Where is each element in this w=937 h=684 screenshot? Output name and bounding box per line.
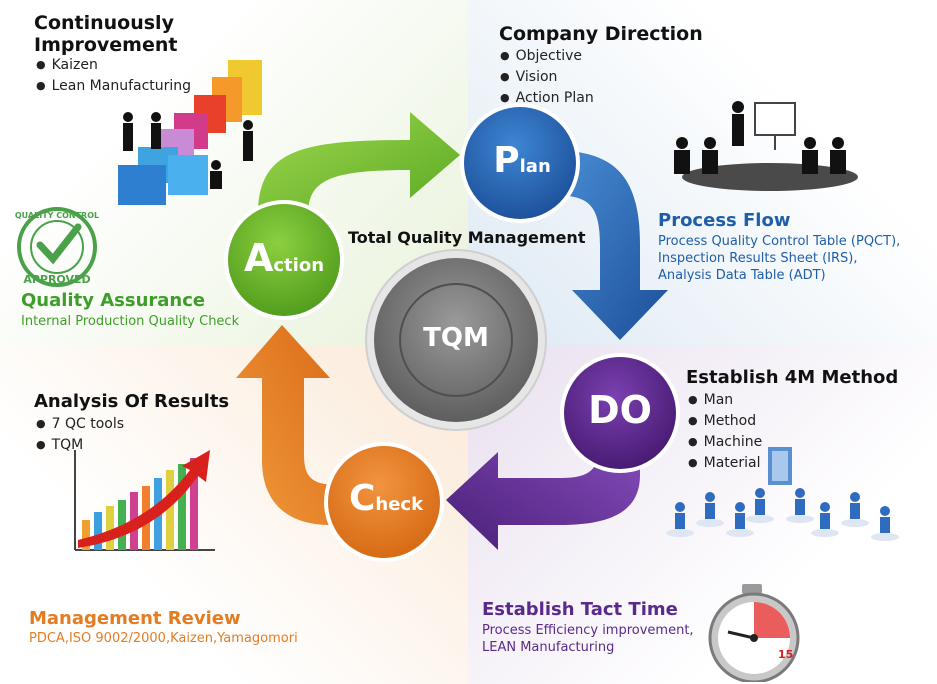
list-item: Objective <box>500 46 594 67</box>
arrow-check-to-action <box>236 325 340 525</box>
people-network-icon <box>666 447 899 541</box>
establish-4m-list: Man Method Machine Material <box>688 390 763 474</box>
establish-4m-heading: Establish 4M Method <box>686 367 899 388</box>
management-review-heading: Management Review <box>29 608 241 629</box>
list-item: TQM <box>36 435 124 456</box>
list-item: Kaizen <box>36 55 191 76</box>
stamp-top-text: QUALITY CONTROL <box>15 211 99 220</box>
stage-plan-label: Plan <box>493 140 551 181</box>
list-item: Lean Manufacturing <box>36 76 191 97</box>
list-item: Machine <box>688 432 763 453</box>
company-direction-list: Objective Vision Action Plan <box>500 46 594 109</box>
arrow-do-to-check <box>446 420 640 550</box>
arrow-plan-to-do <box>548 150 668 340</box>
approved-stamp-icon: QUALITY CONTROL APPROVED <box>15 207 99 287</box>
continuous-improvement-heading: Continuously Improvement <box>34 12 178 56</box>
tact-time-heading: Establish Tact Time <box>482 599 678 620</box>
meeting-room-icon <box>674 101 858 191</box>
list-item: Material <box>688 453 762 474</box>
process-flow-heading: Process Flow <box>658 210 791 231</box>
diagram-title: Total Quality Management <box>348 228 586 247</box>
list-item: Method <box>688 411 762 432</box>
list-item: Man <box>688 390 762 411</box>
stage-do-label: DO <box>588 388 652 432</box>
company-direction-heading: Company Direction <box>499 23 703 45</box>
process-flow-text: Process Quality Control Table (PQCT), In… <box>658 234 901 283</box>
analysis-results-list: 7 QC tools TQM <box>36 414 124 456</box>
stage-check-label: Check <box>348 478 424 519</box>
list-item: Vision <box>500 67 594 88</box>
list-item: Action Plan <box>500 88 594 109</box>
management-review-text: PDCA,ISO 9002/2000,Kaizen,Yamagomori <box>29 631 298 646</box>
stopwatch-dial-number: 15 <box>778 648 793 661</box>
continuous-improvement-list: Kaizen Lean Manufacturing <box>36 55 191 97</box>
list-item: 7 QC tools <box>36 414 124 435</box>
growth-chart-icon <box>74 450 215 551</box>
quality-assurance-text: Internal Production Quality Check <box>21 314 240 329</box>
arrow-action-to-plan <box>258 112 460 215</box>
center-tqm-label: TQM <box>423 323 489 353</box>
stamp-bottom-text: APPROVED <box>23 273 90 286</box>
stage-action-label: Action <box>243 236 325 280</box>
quality-assurance-heading: Quality Assurance <box>21 290 206 311</box>
stopwatch-icon: 15 <box>708 584 800 682</box>
building-blocks-icon <box>118 60 262 205</box>
analysis-results-heading: Analysis Of Results <box>34 391 230 412</box>
tact-time-text: Process Efficiency improvement, LEAN Man… <box>482 623 694 655</box>
